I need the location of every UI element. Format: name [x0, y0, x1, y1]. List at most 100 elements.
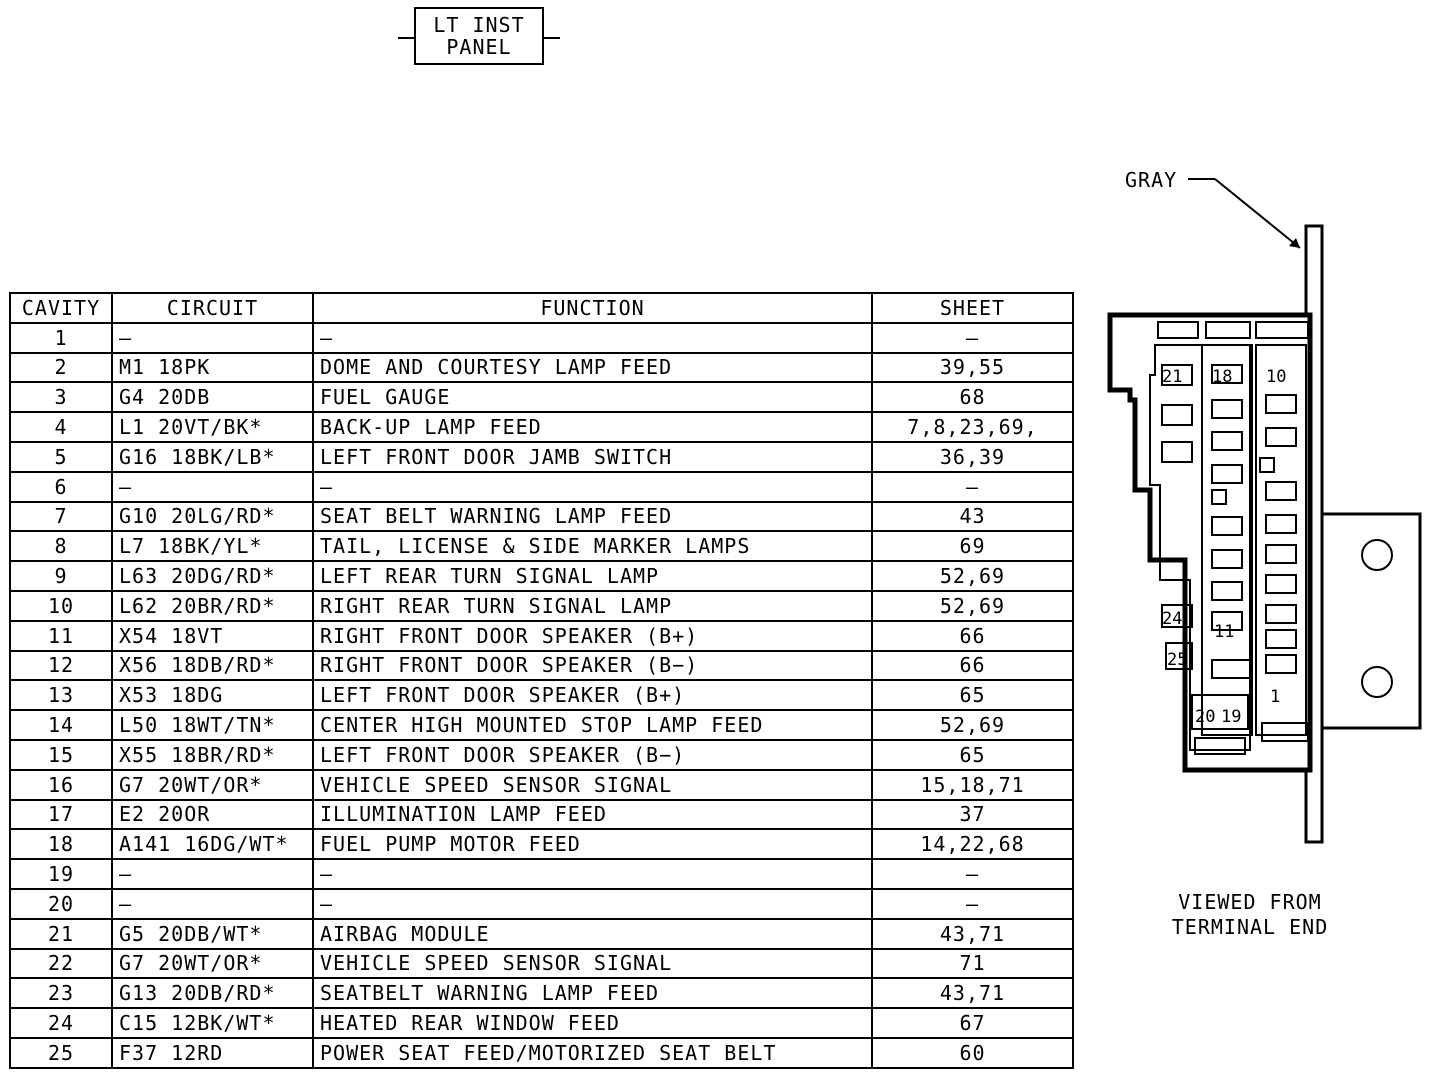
cavity-cell: 11: [9, 619, 113, 652]
cavity-cell: 10: [9, 589, 113, 622]
function-cell: VEHICLE SPEED SENSOR SIGNAL: [312, 768, 873, 801]
cavity-cell: 23: [9, 977, 113, 1010]
cavity-label-18: 18: [1212, 367, 1232, 387]
circuit-cell: —: [111, 321, 314, 354]
function-cell: —: [312, 470, 873, 503]
sheet-cell: 14,22,68: [871, 828, 1074, 861]
sheet-cell: 71: [871, 947, 1074, 980]
function-cell: AIRBAG MODULE: [312, 917, 873, 950]
connector-name-line2: PANEL: [446, 35, 512, 59]
circuit-cell: X54 18VT: [111, 619, 314, 652]
sheet-cell: 52,69: [871, 589, 1074, 622]
sheet-cell: —: [871, 887, 1074, 920]
circuit-cell: L62 20BR/RD*: [111, 589, 314, 622]
connector-bottom-key: [1194, 737, 1246, 755]
connector-name-line1: LT INST: [433, 13, 525, 37]
cavity-cell: 21: [9, 917, 113, 950]
view-orientation-label: VIEWED FROM TERMINAL END: [1160, 890, 1340, 940]
cavity-cell: 20: [9, 887, 113, 920]
right-terminals: [1259, 394, 1309, 742]
header-sheet: SHEET: [871, 292, 1074, 324]
cavity-label-19: 19: [1221, 707, 1241, 727]
sheet-cell: 66: [871, 649, 1074, 682]
table-row: 1———: [9, 321, 1074, 354]
function-cell: ILLUMINATION LAMP FEED: [312, 798, 873, 831]
cavity-cell: 3: [9, 381, 113, 414]
cavity-cell: 1: [9, 321, 113, 354]
circuit-cell: L1 20VT/BK*: [111, 411, 314, 443]
circuit-cell: C15 12BK/WT*: [111, 1007, 314, 1039]
sheet-cell: 65: [871, 679, 1074, 712]
middle-terminals: [1211, 364, 1251, 679]
cavity-cell: 16: [9, 768, 113, 801]
sheet-cell: 43: [871, 500, 1074, 533]
cavity-cell: 9: [9, 560, 113, 592]
sheet-cell: 39,55: [871, 351, 1074, 384]
cavity-cell: 14: [9, 709, 113, 741]
function-cell: RIGHT REAR TURN SIGNAL LAMP: [312, 589, 873, 622]
function-cell: LEFT FRONT DOOR SPEAKER (B−): [312, 738, 873, 771]
sheet-cell: 52,69: [871, 560, 1074, 592]
function-cell: LEFT REAR TURN SIGNAL LAMP: [312, 560, 873, 592]
function-cell: HEATED REAR WINDOW FEED: [312, 1007, 873, 1039]
terminal-column-right: [1255, 344, 1307, 736]
cavity-cell: 22: [9, 947, 113, 980]
sheet-cell: 69: [871, 530, 1074, 563]
terminal-cavity: [1161, 364, 1193, 386]
connector-body-outline: [1107, 312, 1313, 773]
cavity-cell: 12: [9, 649, 113, 682]
function-cell: SEAT BELT WARNING LAMP FEED: [312, 500, 873, 533]
table-row: 6———: [9, 470, 1074, 503]
circuit-cell: G16 18BK/LB*: [111, 440, 314, 473]
view-label-line2: TERMINAL END: [1171, 915, 1329, 939]
connector-name-box: LT INST PANEL: [414, 7, 544, 65]
circuit-cell: X53 18DG: [111, 679, 314, 712]
cavity-cell: 13: [9, 679, 113, 712]
gray-arrowhead: [1289, 238, 1300, 248]
function-cell: VEHICLE SPEED SENSOR SIGNAL: [312, 947, 873, 980]
circuit-cell: G7 20WT/OR*: [111, 768, 314, 801]
function-cell: TAIL, LICENSE & SIDE MARKER LAMPS: [312, 530, 873, 563]
function-cell: LEFT FRONT DOOR SPEAKER (B+): [312, 679, 873, 712]
cavity-cell: 8: [9, 530, 113, 563]
function-cell: SEATBELT WARNING LAMP FEED: [312, 977, 873, 1010]
circuit-cell: L50 18WT/TN*: [111, 709, 314, 741]
cavity-label-20: 20: [1195, 707, 1215, 727]
sheet-cell: 66: [871, 619, 1074, 652]
sheet-cell: 37: [871, 798, 1074, 831]
cavity-label-25: 25: [1167, 650, 1187, 670]
sheet-cell: 60: [871, 1036, 1074, 1069]
connector-key: [1157, 321, 1199, 339]
sheet-cell: 36,39: [871, 440, 1074, 473]
cavity-cell: 15: [9, 738, 113, 771]
gray-leader-arrow: [1214, 178, 1301, 249]
terminal-cavity: [1165, 642, 1193, 670]
circuit-cell: E2 20OR: [111, 798, 314, 831]
circuit-cell: G4 20DB: [111, 381, 314, 414]
cavity-label-10: 10: [1266, 367, 1286, 387]
connector-inner-outline: [1149, 344, 1251, 751]
cavity-label-24: 24: [1162, 609, 1182, 629]
cavity-cell: 6: [9, 470, 113, 503]
mount-hole-lower: [1361, 666, 1393, 698]
terminal-cavity: [1161, 604, 1193, 628]
circuit-cell: G13 20DB/RD*: [111, 977, 314, 1010]
sheet-cell: 7,8,23,69,: [871, 411, 1074, 443]
function-cell: —: [312, 321, 873, 354]
sheet-cell: —: [871, 470, 1074, 503]
